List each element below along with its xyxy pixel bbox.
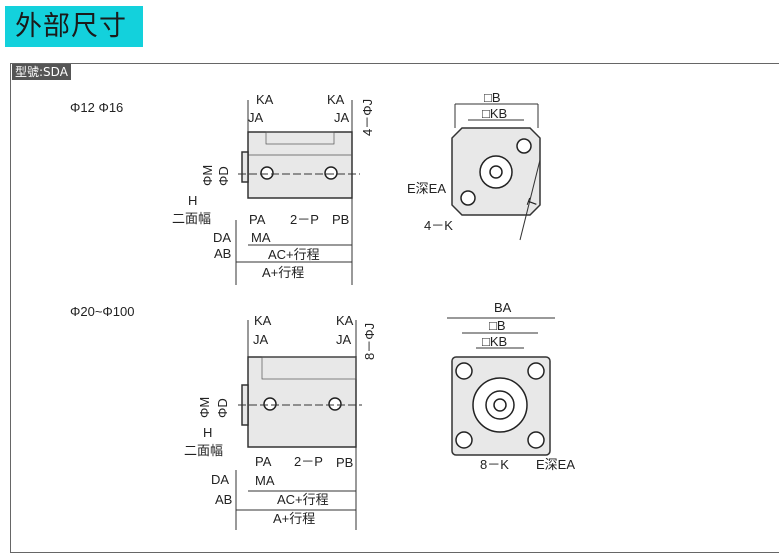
technical-drawing: Φ12 Φ16 KA KA JA JA 4－ΦJ ΦM ΦD H 二面幅 PA … <box>70 90 575 530</box>
dim-a: A+行程 <box>262 265 304 280</box>
dim-kb: □KB <box>482 106 507 121</box>
dim-ja-left: JA <box>253 332 269 347</box>
dim-flats: 二面幅 <box>184 443 223 458</box>
dim-ka-right: KA <box>336 313 354 328</box>
dim-pa: PA <box>255 454 272 469</box>
dim-h: H <box>188 193 197 208</box>
dim-ja-left: JA <box>248 110 264 125</box>
dim-b: □B <box>484 90 501 105</box>
small-end-view <box>451 103 541 241</box>
dim-phid: ΦD <box>215 398 230 418</box>
dim-k: 8－K <box>480 457 509 472</box>
dim-phij: 4－ΦJ <box>360 99 375 136</box>
dim-ab: AB <box>215 492 232 507</box>
small-side-view <box>235 100 360 285</box>
dim-ma: MA <box>255 473 275 488</box>
dim-eea: E深EA <box>407 181 446 196</box>
dim-phij: 8－ΦJ <box>362 323 377 360</box>
page-title: 外部尺寸 <box>5 6 143 47</box>
dim-ja-right: JA <box>334 110 350 125</box>
dim-2p: 2－P <box>294 454 323 469</box>
large-side-view <box>235 320 362 530</box>
dim-ka-left: KA <box>256 92 274 107</box>
dim-phim: ΦM <box>200 165 215 186</box>
model-label: 型號:SDA <box>12 64 71 80</box>
dim-ba: BA <box>494 300 512 315</box>
dim-ka-right: KA <box>327 92 345 107</box>
dim-k: 4－K <box>424 218 453 233</box>
dim-pb: PB <box>336 455 353 470</box>
dim-a: A+行程 <box>273 511 315 526</box>
dim-phid: ΦD <box>216 166 231 186</box>
dim-2p: 2－P <box>290 212 319 227</box>
dim-flats: 二面幅 <box>172 211 211 226</box>
dim-pa: PA <box>249 212 266 227</box>
dim-h: H <box>203 425 212 440</box>
dim-pb: PB <box>332 212 349 227</box>
dim-da: DA <box>213 230 231 245</box>
dim-da: DA <box>211 472 229 487</box>
dim-ab: AB <box>214 246 231 261</box>
dim-ka-left: KA <box>254 313 272 328</box>
dim-ac: AC+行程 <box>268 247 320 262</box>
dim-kb: □KB <box>482 334 507 349</box>
large-end-view <box>447 317 555 456</box>
size-label-large: Φ20~Φ100 <box>70 304 135 319</box>
size-label-small: Φ12 Φ16 <box>70 100 123 115</box>
dim-b: □B <box>489 318 506 333</box>
dim-phim: ΦM <box>197 397 212 418</box>
dim-ja-right: JA <box>336 332 352 347</box>
dim-ac: AC+行程 <box>277 492 329 507</box>
dim-ma: MA <box>251 230 271 245</box>
dim-eea: E深EA <box>536 457 575 472</box>
